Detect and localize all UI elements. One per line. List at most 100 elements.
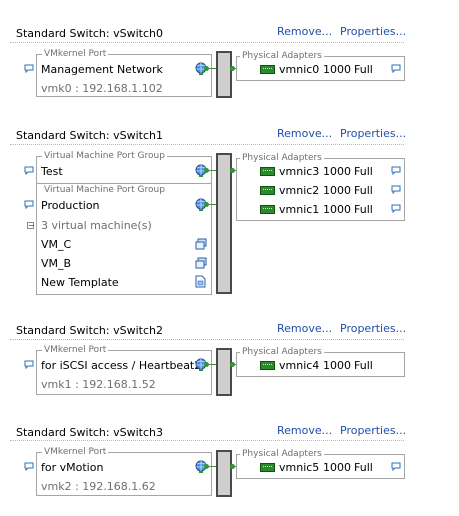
physical-adapters-box: Physical Adapters vmnic5 1000 Full [236,450,405,479]
port-group-type-label: Virtual Machine Port Group [42,185,167,195]
virtual-machine-icon [195,257,207,269]
speech-bubble-icon[interactable] [391,64,401,73]
physical-adapters-label: Physical Adapters [240,51,324,61]
physical-adapters-box: Physical Adapters vmnic4 1000 Full [236,348,405,377]
connector-dot [204,202,209,207]
port-group-type-label: VMkernel Port [42,49,109,59]
network-adapter-icon [260,361,275,370]
template-icon [195,275,206,288]
port-group-management-network[interactable]: VMkernel Port Management Network vmk0 : … [36,50,212,97]
physical-adapters-box: Physical Adapters vmnic3 1000 Full vmnic… [236,154,405,221]
adapter-speed: 1000 [323,63,351,76]
properties-link[interactable]: Properties... [340,127,407,140]
connector-line [209,364,216,365]
speech-bubble-icon[interactable] [24,200,34,209]
properties-link[interactable]: Properties... [340,424,407,437]
physical-adapters-box: Physical Adapters vmnic0 1000 Full [236,52,405,81]
section-divider [10,144,404,145]
switch-title: Standard Switch: vSwitch0 [16,27,163,40]
network-adapter-icon [260,186,275,195]
connector-dot [230,464,235,469]
connector-dot [204,66,209,71]
speech-bubble-icon[interactable] [24,360,34,369]
vm-item-new-template[interactable]: New Template [41,276,119,289]
speech-bubble-icon[interactable] [24,462,34,471]
adapter-speed: 1000 [323,461,351,474]
speech-bubble-icon[interactable] [391,204,401,213]
properties-link[interactable]: Properties... [340,322,407,335]
vmkernel-address: vmk2 : 192.168.1.62 [41,480,156,493]
adapter-name: vmnic2 [279,184,320,197]
section-divider [10,42,404,43]
adapter-name: vmnic1 [279,203,320,216]
vm-count: 3 virtual machine(s) [41,219,152,232]
adapter-speed: 1000 [323,165,351,178]
speech-bubble-icon[interactable] [391,185,401,194]
remove-link[interactable]: Remove... [277,127,333,140]
physical-adapters-label: Physical Adapters [240,449,324,459]
port-group-type-label: VMkernel Port [42,447,109,457]
group-divider [37,183,211,184]
port-group-iscsi[interactable]: VMkernel Port for iSCSI access / Heartbe… [36,346,212,395]
switch-title: Standard Switch: vSwitch1 [16,129,163,142]
remove-link[interactable]: Remove... [277,322,333,335]
port-group-type-label: Virtual Machine Port Group [42,151,167,161]
collapse-icon[interactable]: − [27,221,35,230]
vm-item-vm-b[interactable]: VM_B [41,257,72,270]
physical-adapters-label: Physical Adapters [240,153,324,163]
physical-adapters-label: Physical Adapters [240,347,324,357]
section-divider [10,440,404,441]
port-group-name: for vMotion [41,461,104,474]
port-group-list: Virtual Machine Port Group Test Virtual … [27,152,212,295]
speech-bubble-icon[interactable] [391,166,401,175]
switch-title: Standard Switch: vSwitch2 [16,324,163,337]
virtual-switch-block [216,450,232,497]
vm-item-vm-c[interactable]: VM_C [41,238,72,251]
vmkernel-address: vmk0 : 192.168.1.102 [41,82,163,95]
remove-link[interactable]: Remove... [277,25,333,38]
connector-line [209,466,216,467]
adapter-duplex: Full [354,359,373,372]
adapter-duplex: Full [354,461,373,474]
speech-bubble-icon[interactable] [391,462,401,471]
adapter-duplex: Full [354,165,373,178]
properties-link[interactable]: Properties... [340,25,407,38]
virtual-machine-icon [195,238,207,250]
network-adapter-icon [260,205,275,214]
virtual-switch-block [216,153,232,294]
speech-bubble-icon[interactable] [24,64,34,73]
virtual-switch-block [216,51,232,98]
connector-dot [230,66,235,71]
switch-title: Standard Switch: vSwitch3 [16,426,163,439]
port-group-vmotion[interactable]: VMkernel Port for vMotion vmk2 : 192.168… [36,448,212,496]
connector-dot [230,168,235,173]
network-adapter-icon [260,463,275,472]
connector-dot [204,168,209,173]
adapter-name: vmnic0 [279,63,320,76]
adapter-name: vmnic3 [279,165,320,178]
connector-line [209,204,216,205]
adapter-speed: 1000 [323,203,351,216]
speech-bubble-icon[interactable] [24,166,34,175]
adapter-speed: 1000 [323,184,351,197]
connector-line [209,68,216,69]
adapter-name: vmnic5 [279,461,320,474]
virtual-switch-block [216,348,232,396]
network-adapter-icon [260,65,275,74]
adapter-name: vmnic4 [279,359,320,372]
port-group-name-test[interactable]: Test [41,165,63,178]
section-divider [10,339,404,340]
remove-link[interactable]: Remove... [277,424,333,437]
adapter-speed: 1000 [323,359,351,372]
vmkernel-address: vmk1 : 192.168.1.52 [41,378,156,391]
adapter-duplex: Full [354,203,373,216]
network-adapter-icon [260,167,275,176]
connector-line [209,170,216,171]
port-group-name-production[interactable]: Production [41,199,100,212]
connector-dot [204,362,209,367]
adapter-duplex: Full [354,184,373,197]
adapter-duplex: Full [354,63,373,76]
port-group-name: Management Network [41,63,163,76]
connector-dot [230,362,235,367]
port-group-type-label: VMkernel Port [42,345,109,355]
